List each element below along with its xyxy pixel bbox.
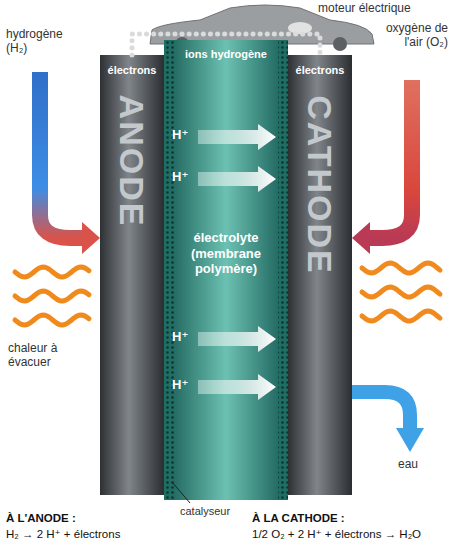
ion-label: H⁺ — [172, 128, 198, 143]
hydrogen-inlet — [40, 72, 100, 254]
input-label: hydrogène (H₂) — [6, 28, 76, 56]
motor-label: moteur électrique — [318, 2, 448, 16]
electrode-name: ANODE — [115, 95, 149, 228]
heat-label: chaleur à évacuer — [8, 342, 94, 370]
equation: H₂ → 2 H⁺ + électrons — [6, 528, 171, 541]
catalyst-strip — [164, 40, 174, 500]
membrane — [164, 40, 288, 500]
electrode-name: CATHODE — [303, 95, 337, 275]
input-label: oxygène de l'air (O₂) — [370, 22, 448, 50]
electron-label: électrons — [100, 64, 164, 77]
cathode-column — [288, 55, 352, 495]
membrane-label: électrolyte (membrane polymère) — [170, 230, 282, 277]
ion-label: H⁺ — [172, 378, 198, 393]
oxygen-inlet — [352, 80, 412, 254]
water-outlet — [352, 392, 424, 452]
leader-line — [172, 482, 190, 503]
catalyst-label: catalyseur — [180, 505, 252, 518]
ion-label: H⁺ — [172, 170, 198, 185]
catalyst-strip — [278, 40, 288, 500]
electron-label: électrons — [288, 64, 352, 77]
electrolyte-membrane: ions hydrogène électrolyte (membrane poly… — [164, 40, 288, 500]
membrane-label: ions hydrogène — [170, 48, 282, 61]
cathode-electrode: CATHODE — [288, 55, 352, 495]
anode-electrode: ANODE — [100, 55, 164, 495]
equation: 1/2 O₂ + 2 H⁺ + électrons → H₂O — [252, 528, 450, 541]
ion-label: H⁺ — [172, 330, 198, 345]
water-label: eau — [398, 458, 438, 472]
anode-column — [100, 55, 164, 495]
equation-heading: À L'ANODE : — [6, 512, 171, 525]
equation-heading: À LA CATHODE : — [252, 512, 450, 525]
